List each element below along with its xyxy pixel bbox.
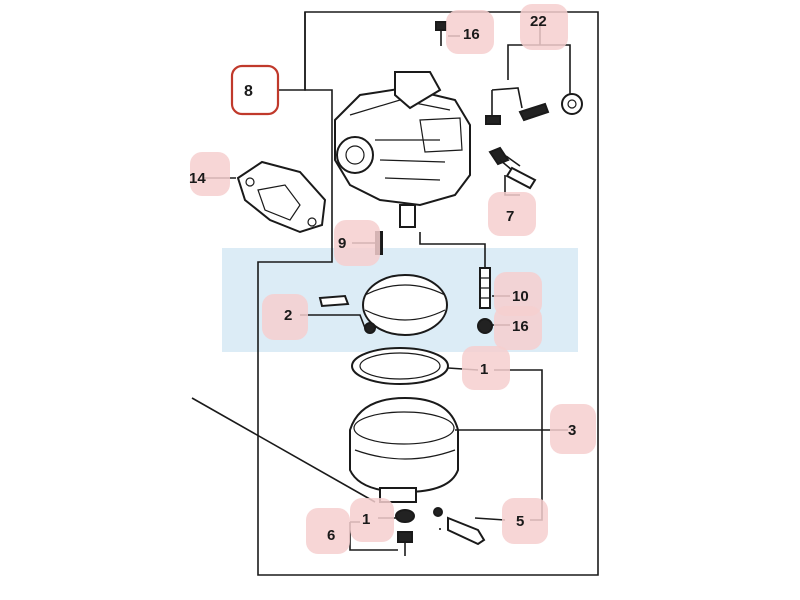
callout-label-16-top[interactable]: 16 — [463, 26, 480, 43]
callout-label-8[interactable]: 8 — [244, 83, 253, 100]
callout-hl-10 — [494, 272, 542, 316]
gasket-14 — [236, 160, 327, 234]
bolt-16-top — [435, 21, 447, 46]
callout-label-10[interactable]: 10 — [512, 288, 529, 305]
callout-hl-14 — [190, 152, 230, 196]
callout-label-1-mid[interactable]: 1 — [480, 361, 488, 378]
callout-hl-16-top — [446, 10, 494, 54]
callout-hl-1-mid — [462, 346, 510, 390]
callout-hl-9 — [334, 220, 380, 266]
callout-label-6[interactable]: 6 — [327, 527, 335, 544]
callout-hl-6 — [306, 508, 350, 554]
o-ring — [351, 347, 449, 385]
callout-label-16-mid[interactable]: 16 — [512, 318, 529, 335]
carburetor-body — [334, 71, 471, 228]
callout-hl-3 — [550, 404, 596, 454]
drain-bolt — [395, 509, 415, 556]
callout-8-selected-box[interactable] — [230, 64, 280, 116]
callout-label-2[interactable]: 2 — [284, 307, 292, 324]
callout-label-3[interactable]: 3 — [568, 422, 576, 439]
callout-hl-7 — [488, 192, 536, 236]
needle-valve — [419, 232, 493, 334]
callout-label-7[interactable]: 7 — [506, 208, 514, 225]
callout-label-1-low[interactable]: 1 — [362, 511, 370, 528]
callout-hl-1-low — [350, 498, 394, 542]
callout-hl-5 — [502, 498, 548, 544]
callout-label-5[interactable]: 5 — [516, 513, 524, 530]
callout-hl-22 — [520, 4, 568, 50]
choke-link-assembly — [485, 28, 583, 125]
callout-hl-2 — [262, 294, 308, 340]
float — [305, 274, 448, 336]
idle-screw — [488, 146, 537, 196]
float-bowl — [349, 396, 459, 503]
callout-label-22[interactable]: 22 — [530, 13, 547, 30]
assembly-frame — [257, 11, 599, 576]
frame-joint — [275, 12, 306, 91]
callout-label-9[interactable]: 9 — [338, 235, 346, 252]
fuel-line — [191, 397, 376, 503]
callout-label-14[interactable]: 14 — [189, 170, 206, 187]
drain-screw — [433, 507, 486, 546]
callout-hl-16-mid — [494, 306, 542, 350]
